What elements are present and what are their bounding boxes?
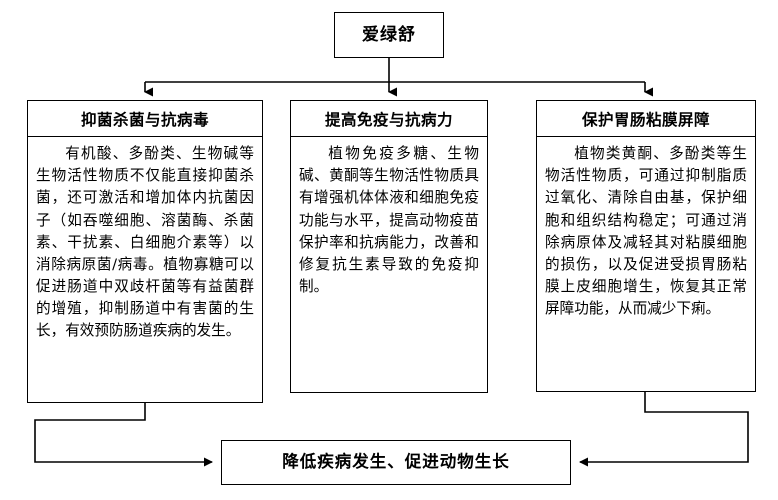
root-node[interactable]: 爱绿舒: [334, 12, 444, 58]
pillar-2-header: 提高免疫与抗病力: [291, 101, 487, 137]
pillar-3-header: 保护胃肠粘膜屏障: [537, 101, 755, 137]
pillar-1-header: 抑菌杀菌与抗病毒: [28, 101, 262, 137]
connector-pillar-3-to-outcome: [579, 392, 749, 467]
pillar-1-body: 有机酸、多酚类、生物碱等生物活性物质不仅能直接抑菌杀菌，还可激活和增加体内抗菌因…: [36, 145, 254, 340]
root-node-label: 爱绿舒: [362, 24, 416, 45]
outcome-node-label: 降低疾病发生、促进动物生长: [282, 452, 510, 472]
pillar-node-mucosal-barrier[interactable]: 保护胃肠粘膜屏障 植物类黄酮、多酚类等生物活性物质，可通过抑制脂质过氧化、清除自…: [536, 100, 756, 392]
outcome-node[interactable]: 降低疾病发生、促进动物生长: [221, 440, 571, 485]
pillar-2-body: 植物免疫多糖、生物碱、黄酮等生物活性物质具有增强机体体液和细胞免疫功能与水平，提…: [299, 145, 479, 296]
pillar-node-immunity[interactable]: 提高免疫与抗病力 植物免疫多糖、生物碱、黄酮等生物活性物质具有增强机体体液和细胞…: [290, 100, 488, 393]
connector-pillar-1-to-outcome: [34, 403, 213, 467]
pillar-3-body: 植物类黄酮、多酚类等生物活性物质，可通过抑制脂质过氧化、清除自由基，保护细胞和组…: [545, 145, 747, 318]
pillar-node-antibacterial[interactable]: 抑菌杀菌与抗病毒 有机酸、多酚类、生物碱等生物活性物质不仅能直接抑菌杀菌，还可激…: [27, 100, 263, 403]
